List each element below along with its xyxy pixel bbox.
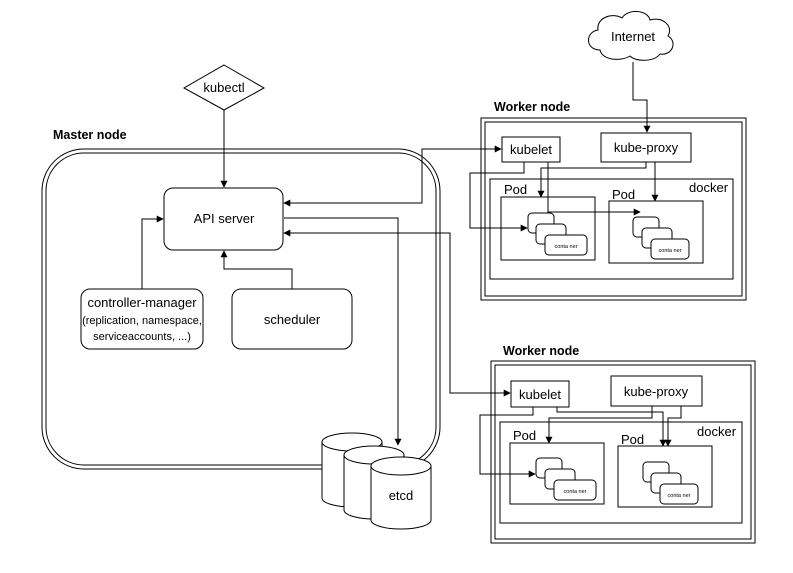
worker-1-pod-2-container-label: conta ner xyxy=(659,248,682,254)
worker-1-docker-label: docker xyxy=(689,180,729,195)
worker-1-title: Worker node xyxy=(494,100,570,114)
worker-1-pod-2-label: Pod xyxy=(612,187,635,202)
controller-manager-label: controller-manager xyxy=(87,295,197,310)
worker-2-kubelet-label: kubelet xyxy=(519,387,561,402)
connectors xyxy=(141,62,682,478)
worker-2-pod-2: Pod conta ner xyxy=(617,432,713,508)
container-icon xyxy=(544,234,588,256)
container-icon xyxy=(650,238,690,260)
worker-2-kubelet-box: kubelet xyxy=(510,380,570,408)
master-node-title: Master node xyxy=(53,128,127,142)
worker-2-docker-label: docker xyxy=(697,424,737,439)
api-to-etcd-arrow xyxy=(284,217,402,446)
worker-2-proxy-to-pod-1 xyxy=(545,406,653,444)
worker-1-pod-1-label: Pod xyxy=(504,182,527,197)
kubectl-node: kubectl xyxy=(182,64,266,111)
internet-to-kube-proxy-arrow xyxy=(632,62,651,133)
worker-2-pod-2-container-label: conta ner xyxy=(668,493,691,499)
api-to-worker-2-kubelet-arrow xyxy=(283,229,511,397)
worker-1-kubelet-label: kubelet xyxy=(510,142,552,157)
worker-2-pod-1-label: Pod xyxy=(513,428,536,443)
worker-1-kubelet-to-pod-2 xyxy=(547,162,641,216)
worker-2-kube-proxy-label: kube-proxy xyxy=(624,384,689,399)
worker-2-kubelet-to-pod-2 xyxy=(556,407,667,447)
api-server-label: API server xyxy=(194,211,255,226)
worker-1-proxy-to-pod-1 xyxy=(537,162,647,198)
worker-1-kubelet-box: kubelet xyxy=(501,136,561,163)
worker-1-pod-1-container-label: conta ner xyxy=(555,244,578,250)
worker-2-title: Worker node xyxy=(503,344,579,358)
worker-1-kubelet-to-pod-1 xyxy=(469,162,528,232)
worker-2-pod-1-container-label: conta ner xyxy=(564,489,587,495)
scheduler-box: scheduler xyxy=(231,288,353,350)
worker-2-kube-proxy-box: kube-proxy xyxy=(610,375,703,407)
worker-2-kubelet-to-pod-1 xyxy=(479,407,536,478)
controller-manager-box: controller-manager (replication, namespa… xyxy=(80,288,204,350)
kubectl-label: kubectl xyxy=(203,80,244,95)
scheduler-label: scheduler xyxy=(264,312,321,327)
container-icon xyxy=(659,483,699,505)
internet-cloud: Internet xyxy=(588,11,674,61)
api-to-worker-1-kubelet-arrow xyxy=(283,145,502,207)
worker-1-pod-2: Pod conta ner xyxy=(608,187,704,264)
controller-manager-detail-1: (replication, namespace, xyxy=(82,315,202,327)
worker-2-pod-2-label: Pod xyxy=(621,432,644,447)
container-icon xyxy=(553,479,597,501)
etcd-database: etcd xyxy=(321,432,432,530)
worker-2-proxy-to-pod-2 xyxy=(664,406,682,447)
worker-1-kube-proxy-box: kube-proxy xyxy=(600,132,692,163)
controller-manager-detail-2: serviceaccounts, ...) xyxy=(93,331,191,343)
worker-1-kube-proxy-label: kube-proxy xyxy=(614,140,679,155)
api-server-box: API server xyxy=(163,187,284,251)
etcd-label: etcd xyxy=(389,488,414,503)
internet-label: Internet xyxy=(611,29,655,44)
controller-to-api-arrow xyxy=(141,215,164,289)
